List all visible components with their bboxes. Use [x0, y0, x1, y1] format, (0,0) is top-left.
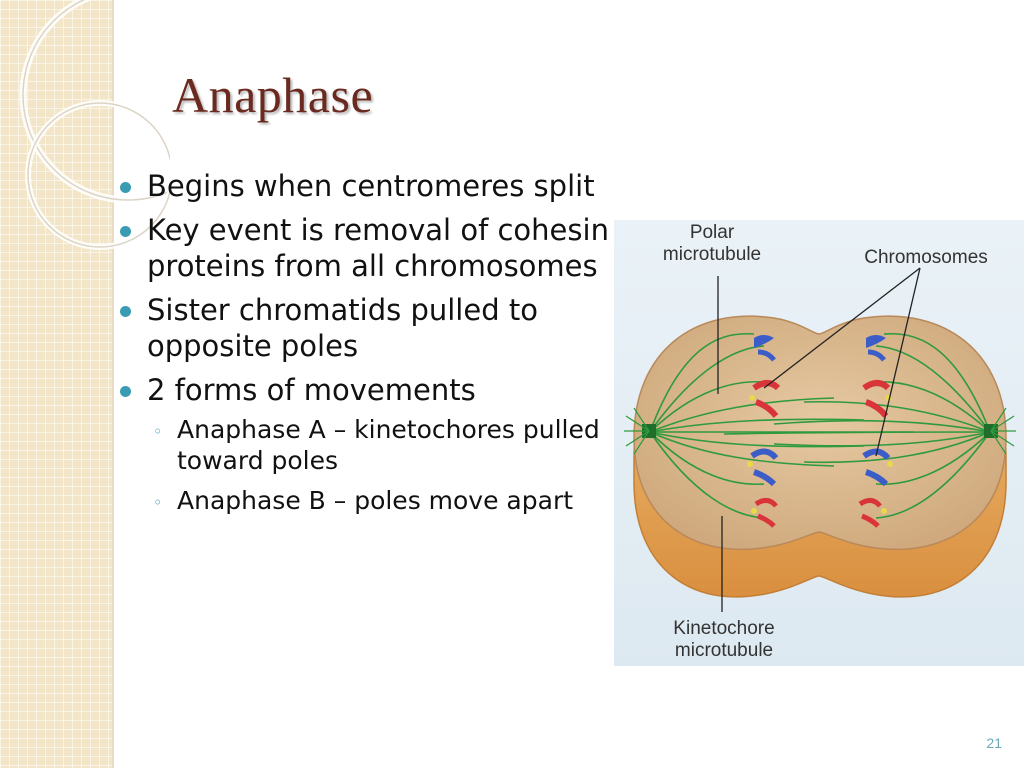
spindle-pole-right — [984, 407, 1016, 455]
bullet-item: Sister chromatids pulled to opposite pol… — [118, 292, 628, 364]
slide-number: 21 — [986, 735, 1002, 751]
bullet-list: Begins when centromeres split Key event … — [118, 168, 628, 525]
sub-bullet-list: ◦ Anaphase A – kinetochores pulled towar… — [147, 414, 628, 516]
sub-bullet-text: Anaphase A – kinetochores pulled toward … — [177, 415, 600, 475]
chromosomes-label: Chromosomes — [864, 247, 988, 268]
anaphase-figure: Polar microtubule Chromosomes Kinetochor… — [614, 220, 1024, 666]
side-decoration-edge — [112, 0, 114, 768]
bullet-item: 2 forms of movements ◦ Anaphase A – kine… — [118, 372, 628, 516]
kinetochore-label-line1: Kinetochore — [673, 618, 775, 639]
sub-bullet-item: ◦ Anaphase B – poles move apart — [147, 485, 628, 516]
ring-bullet-icon: ◦ — [153, 422, 163, 441]
bullet-dot — [120, 386, 131, 397]
decorative-rings — [19, 0, 170, 250]
bullet-item: Key event is removal of cohesin proteins… — [118, 212, 628, 284]
bullet-text: Key event is removal of cohesin proteins… — [147, 213, 609, 283]
anaphase-cell-illustration — [614, 220, 1024, 666]
side-decoration-strip — [0, 0, 112, 768]
polar-label-line1: Polar — [689, 222, 735, 243]
bullet-text: 2 forms of movements — [147, 373, 476, 407]
label-leader-lines — [717, 267, 921, 612]
bullet-text: Sister chromatids pulled to opposite pol… — [147, 293, 538, 363]
kinetochore-microtubule-label: Kinetochore microtubule — [654, 618, 794, 662]
slide-title: Anaphase — [172, 67, 374, 123]
spindle-pole-left — [624, 407, 656, 455]
bullet-text: Begins when centromeres split — [147, 169, 595, 203]
polar-label-line2: microtubule — [662, 244, 762, 265]
bullet-dot — [120, 226, 131, 237]
bullet-dot — [120, 306, 131, 317]
bullet-item: Begins when centromeres split — [118, 168, 628, 204]
kinetochore-label-line2: microtubule — [674, 640, 774, 661]
ring-bullet-icon: ◦ — [153, 493, 163, 512]
sub-bullet-item: ◦ Anaphase A – kinetochores pulled towar… — [147, 414, 628, 476]
sub-bullet-text: Anaphase B – poles move apart — [177, 486, 574, 515]
bullet-dot — [120, 182, 131, 193]
microtubules-right — [723, 332, 991, 519]
polar-microtubule-label: Polar microtubule — [662, 222, 762, 266]
chromosomes-left — [747, 335, 781, 528]
